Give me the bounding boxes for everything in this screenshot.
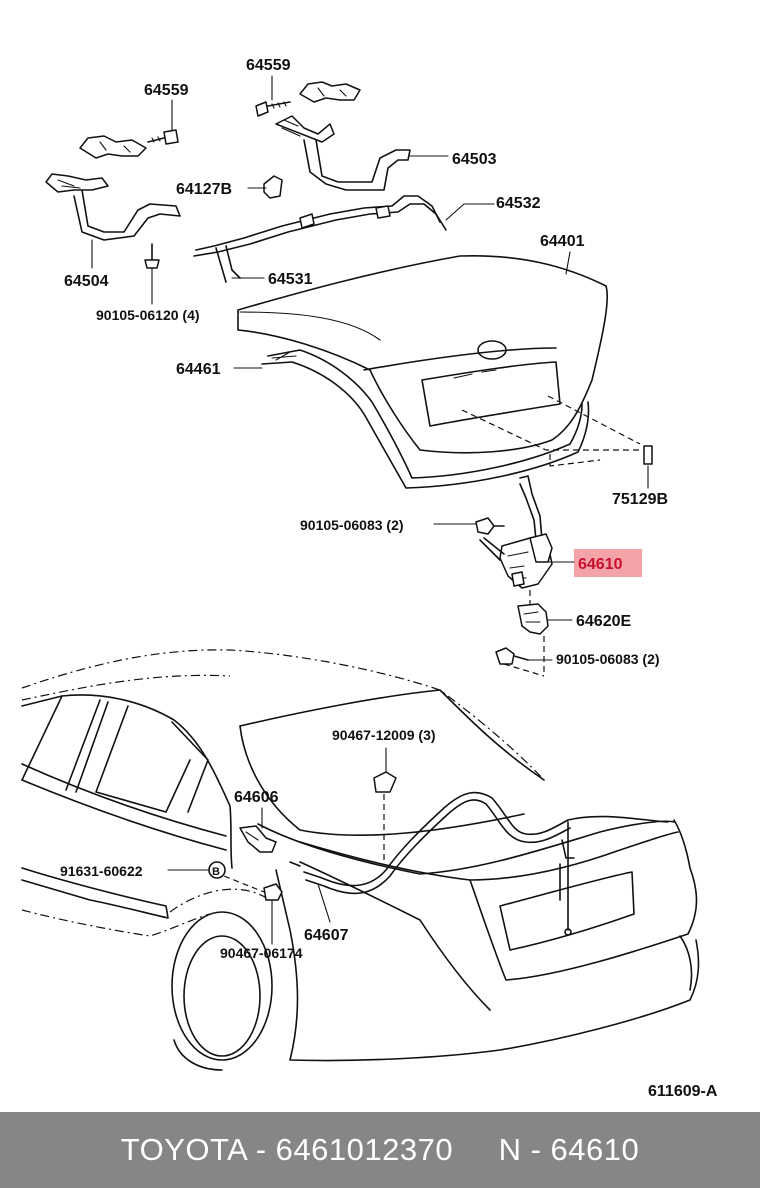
clamp-90467-06174 bbox=[263, 883, 283, 901]
hinge-bracket-left bbox=[79, 135, 147, 159]
torsion-bars bbox=[193, 195, 447, 283]
bolt-64559-left bbox=[147, 129, 179, 145]
bolt-90105-06120 bbox=[144, 243, 160, 269]
cushion-75129b bbox=[643, 445, 653, 465]
callout-64559-top: 64559 bbox=[246, 57, 291, 74]
callout-90105-06083-a: 90105-06083 (2) bbox=[300, 517, 404, 533]
footer-bar: TOYOTA - 6461012370 N - 64610 bbox=[0, 1112, 760, 1188]
callout-64606: 64606 bbox=[234, 789, 279, 806]
bolt-90105-06083-a bbox=[475, 517, 505, 535]
leader-dashed-75129b bbox=[461, 395, 641, 467]
callout-90467-12009: 90467-12009 (3) bbox=[332, 727, 436, 743]
striker-64620e bbox=[517, 603, 549, 635]
reference-marker-b-text: B bbox=[212, 866, 220, 878]
car-body-outline bbox=[21, 649, 700, 1071]
callout-64620e: 64620E bbox=[576, 613, 631, 630]
callout-64503: 64503 bbox=[452, 151, 497, 168]
lock-assembly-64610 bbox=[479, 475, 553, 589]
reference-marker-b bbox=[208, 861, 226, 879]
part-number-caption: TOYOTA - 6461012370 N - 64610 bbox=[120, 1132, 640, 1167]
callout-64610: 64610 bbox=[578, 556, 623, 573]
callout-90467-06174: 90467-06174 bbox=[220, 945, 303, 961]
clamp-90467-12009 bbox=[373, 771, 397, 793]
highlight-64610 bbox=[574, 549, 642, 577]
bolt-90105-06083-b bbox=[495, 647, 529, 665]
parts-diagram: 64559 64559 64503 64127B 64532 64401 645… bbox=[21, 57, 718, 1100]
leader-dashed-lock bbox=[503, 590, 545, 677]
callout-64559-left: 64559 bbox=[144, 82, 189, 99]
leader-64607 bbox=[317, 883, 331, 923]
callout-75129b: 75129B bbox=[612, 491, 668, 508]
hinge-bracket-top bbox=[299, 81, 361, 103]
trunk-lid-64401 bbox=[237, 254, 609, 454]
callout-90105-06083-b: 90105-06083 (2) bbox=[556, 651, 660, 667]
weatherstrip-64461 bbox=[261, 349, 590, 489]
callout-64504: 64504 bbox=[64, 273, 109, 290]
hinge-right-64503 bbox=[275, 115, 411, 191]
leader-64532 bbox=[445, 203, 495, 221]
callout-64461: 64461 bbox=[176, 361, 221, 378]
bolt-64559-top bbox=[255, 101, 291, 117]
callout-64401: 64401 bbox=[540, 233, 585, 250]
leader-dashed-b bbox=[223, 875, 265, 893]
hinge-left-64504 bbox=[45, 173, 181, 241]
clip-64127b bbox=[263, 175, 283, 199]
callout-91631-60622: 91631-60622 bbox=[60, 863, 143, 879]
leader-64401 bbox=[565, 251, 571, 275]
callout-64531: 64531 bbox=[268, 271, 313, 288]
drawing-code: 611609-A bbox=[648, 1083, 718, 1100]
lever-64606 bbox=[239, 825, 277, 853]
callout-64607: 64607 bbox=[304, 927, 349, 944]
callout-90105-06120: 90105-06120 (4) bbox=[96, 307, 200, 323]
callout-64532: 64532 bbox=[496, 195, 541, 212]
cable-64607 bbox=[289, 791, 669, 936]
callout-64127b: 64127B bbox=[176, 181, 232, 198]
